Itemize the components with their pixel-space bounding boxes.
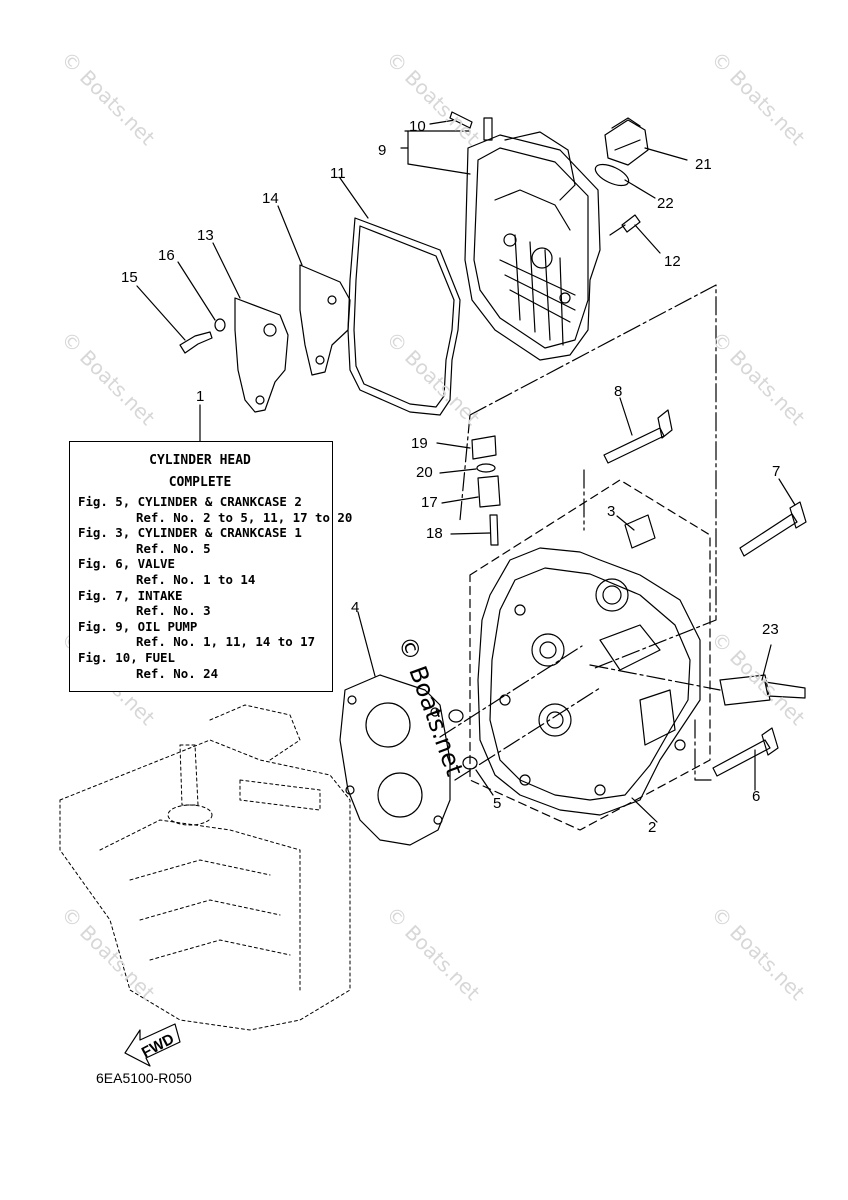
bolt-6: [712, 727, 779, 777]
watermark: © Boats.net: [706, 902, 809, 1005]
ref-title-2: COMPLETE: [168, 475, 232, 490]
cylinder-head: [477, 547, 701, 816]
bolt-7: [739, 501, 807, 557]
watermark-center: © Boats.net: [392, 632, 468, 779]
callout-23: 23: [762, 621, 779, 638]
oil-filler-cap: [604, 117, 649, 166]
callout-17: 17: [421, 494, 438, 511]
ref-no-line: Ref. No. 1 to 14: [136, 571, 256, 587]
cylinder-head-cover: [449, 111, 601, 361]
ref-title-1: CYLINDER HEAD: [149, 453, 251, 468]
callout-12: 12: [664, 253, 681, 270]
callout-9: 9: [378, 142, 386, 159]
head-leader: [469, 284, 717, 669]
callout-19: 19: [411, 435, 428, 452]
engine-block: [59, 704, 351, 1031]
callout-11: 11: [330, 165, 346, 182]
callout-10: 10: [409, 118, 426, 135]
callout-8: 8: [614, 383, 622, 400]
callout-20: 20: [416, 464, 433, 481]
callout-2: 2: [648, 819, 656, 836]
fwd-arrow: [124, 1023, 181, 1067]
plate-13: [234, 297, 289, 413]
bolt-15: [179, 331, 213, 354]
reference-box: CYLINDER HEAD COMPLETE Fig. 5, CYLINDER …: [69, 441, 353, 692]
watermark: © Boats.net: [56, 47, 159, 150]
watermark: © Boats.net: [706, 47, 809, 150]
ref-no-line: Ref. No. 24: [136, 665, 219, 681]
watermark: © Boats.net: [706, 627, 809, 730]
callout-21: 21: [695, 156, 712, 173]
ref-fig-line: Fig. 10, FUEL: [78, 649, 175, 665]
ref-fig-line: Fig. 3, CYLINDER & CRANKCASE 1: [78, 525, 302, 541]
callout-4: 4: [351, 599, 359, 616]
bolt-8: [603, 409, 673, 464]
ref-fig-line: Fig. 6, VALVE: [78, 556, 175, 572]
union-bolt-19: [471, 435, 497, 460]
callout-3: 3: [607, 503, 615, 520]
ref-no-line: Ref. No. 3: [136, 603, 211, 619]
callout-1: 1: [196, 388, 204, 405]
fwd-label: FWD: [139, 1030, 177, 1061]
callout-15: 15: [121, 269, 138, 286]
callout-7: 7: [772, 463, 780, 480]
ref-fig-line: Fig. 5, CYLINDER & CRANKCASE 2: [78, 494, 302, 509]
collar-17: [477, 475, 501, 508]
spark-plug: [719, 674, 806, 706]
head-gasket: [339, 674, 451, 846]
pin-18: [489, 514, 499, 546]
dowel-5a: [448, 709, 464, 723]
ref-fig-line: Fig. 9, OIL PUMP: [78, 618, 198, 634]
callout-5: 5: [493, 795, 501, 812]
callout-18: 18: [426, 525, 443, 542]
assembly-outline: [469, 479, 711, 831]
callout-16: 16: [158, 247, 175, 264]
callout-13: 13: [197, 227, 214, 244]
watermark: © Boats.net: [706, 327, 809, 430]
callout-14: 14: [262, 190, 279, 207]
ref-fig-line: Fig. 7, INTAKE: [78, 587, 183, 603]
diagram-code: 6EA5100-R050: [96, 1070, 192, 1086]
ref-no-line: Ref. No. 2 to 5, 11, 17 to 20: [136, 509, 353, 525]
watermark: © Boats.net: [56, 327, 159, 430]
watermark: © Boats.net: [381, 902, 484, 1005]
washer-16: [214, 318, 226, 332]
ref-no-line: Ref. No. 1, 11, 14 to 17: [136, 634, 316, 650]
dowel-5b: [462, 756, 478, 770]
bolt-12: [609, 214, 641, 236]
ref-no-line: Ref. No. 5: [136, 540, 211, 556]
o-ring-20: [476, 463, 496, 473]
dowel-3: [624, 514, 656, 549]
watermark: © Boats.net: [381, 47, 484, 150]
plate-14: [299, 264, 351, 376]
callout-6: 6: [752, 788, 760, 805]
callout-22: 22: [657, 195, 674, 212]
